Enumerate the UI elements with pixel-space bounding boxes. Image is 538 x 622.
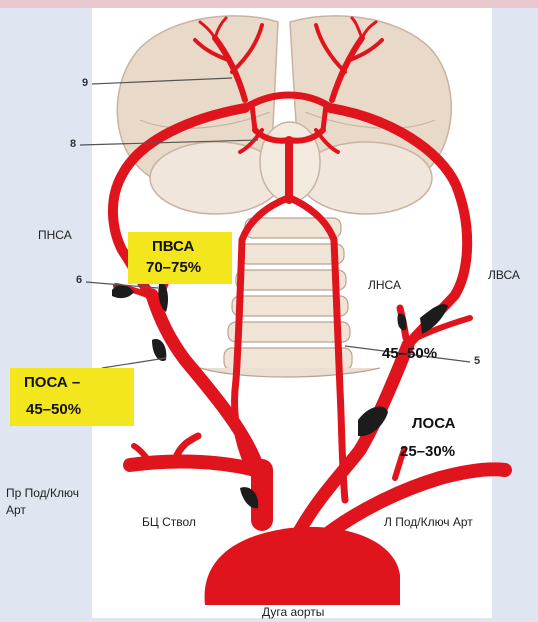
label-left-subclavian: Л Под/Ключ Арт [384,515,473,529]
label-right-subclavian: Пр Под/Ключ [6,486,79,500]
label-pvsa-pct: 70–75% [146,258,201,277]
label-posa: ПОСА – [24,373,80,392]
label-pnsa: ПНСА [38,228,72,242]
marker-6: 6 [76,274,82,286]
label-lvsa: ЛВСА [488,268,520,282]
top-strip [0,0,538,8]
label-losa: ЛОСА [412,414,455,433]
marker-8: 8 [70,138,76,150]
label-losa-pct: 25–30% [400,442,455,461]
label-lnsa: ЛНСА [368,278,401,292]
label-aortic-arch: Дуга аорты [262,605,324,619]
label-pvsa: ПВСА [152,237,194,256]
marker-9: 9 [82,77,88,89]
marker-5: 5 [474,355,480,367]
label-posa-pct: 45–50% [26,400,81,419]
label-bc-trunk: БЦ Ствол [142,515,196,529]
label-lnsa-pct: 45–50% [382,344,437,363]
label-right-subclavian-2: Арт [6,503,26,517]
